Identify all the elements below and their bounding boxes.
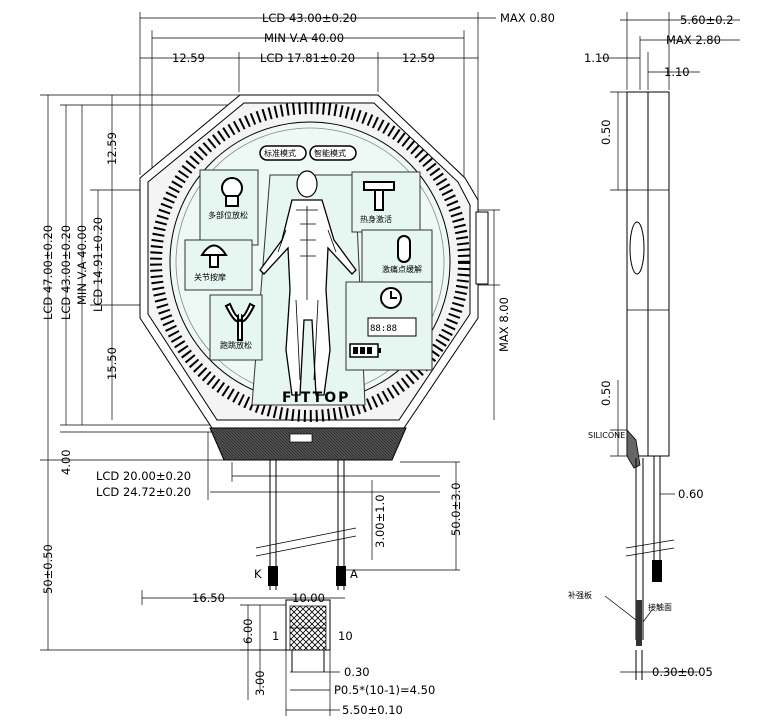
fpc-thickness-label: 0.60 (678, 487, 704, 501)
lcd-width-label: LCD 43.00±0.20 (262, 11, 357, 25)
function-label-1: 多部位放松 (208, 210, 248, 220)
display-labels: 标准模式 智能模式 多部位放松 关节按摩 跑跳放松 热身激活 激痛点缓解 88:… (194, 148, 422, 406)
connector-width-label: 5.50±0.10 (342, 703, 403, 717)
mode-smart-label: 智能模式 (314, 148, 346, 158)
right-bevel-label: 12.59 (402, 51, 435, 65)
function-label-3: 跑跳放松 (220, 340, 252, 350)
silicone-label: SILICONE (588, 431, 625, 440)
front-dimension-lines (40, 12, 500, 716)
digit-display (367, 317, 417, 337)
muscle-figure-icon (259, 170, 357, 396)
dimension-labels: LCD 43.00±0.20 MAX 0.80 MIN V.A 40.00 12… (41, 11, 555, 717)
cathode-label: K (254, 567, 262, 581)
max-thickness-top-label: MAX 0.80 (500, 11, 555, 25)
contact-length-label: 3.00 (253, 670, 267, 696)
pitch-label: P0.5*(10-1)=4.50 (334, 683, 435, 697)
lcd-side-label: LCD 14.91±0.20 (91, 217, 105, 312)
brand-label: FITTOP (282, 390, 350, 406)
function-label-5: 激痛点缓解 (382, 264, 422, 274)
bottom-gap-label: 0.50 (599, 380, 613, 406)
min-va-height-label: MIN V.A 40.00 (75, 225, 89, 305)
bottom-bevel-label: 15.50 (105, 347, 119, 380)
lcd-base-outer-label: LCD 24.72±0.20 (96, 485, 191, 499)
offset-label: 16.50 (192, 591, 225, 605)
digit-readout: 88:88 (370, 324, 397, 334)
tail-thickness-label: 0.30±0.05 (652, 665, 713, 679)
pin-width-label: 0.30 (344, 665, 370, 679)
battery-icon (349, 343, 381, 358)
capsule-massager-icon (397, 235, 411, 263)
pin-last-label: 10 (338, 629, 353, 643)
function-label-2: 关节按摩 (194, 272, 226, 282)
top-gap-label: 0.50 (599, 119, 613, 145)
pin-first-label: 1 (272, 629, 279, 643)
clock-icon (380, 287, 402, 309)
t-massager-icon (363, 181, 395, 211)
lcd-height-label: LCD 47.00±0.20 (41, 225, 55, 320)
left-bevel-label: 12.59 (172, 51, 205, 65)
fpc-width-label: 10.00 (292, 591, 325, 605)
fpc-length-label: 50.0±3.0 (449, 482, 463, 536)
lcd-flat-label: LCD 17.81±0.20 (260, 51, 355, 65)
max-glass-label: MAX 2.80 (666, 33, 721, 47)
total-length-label: 50±0.50 (41, 544, 55, 594)
min-va-width-label: MIN V.A 40.00 (264, 31, 344, 45)
mode-standard-label: 标准模式 (264, 148, 296, 158)
right-glass-label: 1.10 (664, 65, 690, 79)
function-label-4: 热身激活 (360, 214, 392, 224)
pin1-length-label: 6.00 (241, 618, 255, 644)
fork-massager-icon (224, 302, 256, 341)
side-view (600, 12, 740, 680)
stiffener-label: 补强板 (568, 590, 592, 600)
lcd-base-label: LCD 20.00±0.20 (96, 469, 191, 483)
lcd-module (139, 94, 489, 672)
left-glass-label: 1.10 (584, 51, 610, 65)
lead-length-label: 3.00±1.0 (373, 494, 387, 548)
lcd-height-inner-label: LCD 43.00±0.20 (59, 225, 73, 320)
top-bevel-label: 12.59 (105, 132, 119, 165)
side-view-labels: 5.60±0.2 MAX 2.80 1.10 1.10 0.50 0.50 0.… (568, 13, 734, 679)
bulb-icon (221, 177, 243, 207)
anode-label: A (350, 567, 358, 581)
contact-surface-label: 接触面 (648, 602, 672, 612)
ledge-label: 4.00 (59, 449, 73, 475)
total-thickness-label: 5.60±0.2 (680, 13, 734, 27)
max-bump-label: MAX 8.00 (497, 297, 511, 352)
mushroom-massager-icon (200, 244, 228, 268)
